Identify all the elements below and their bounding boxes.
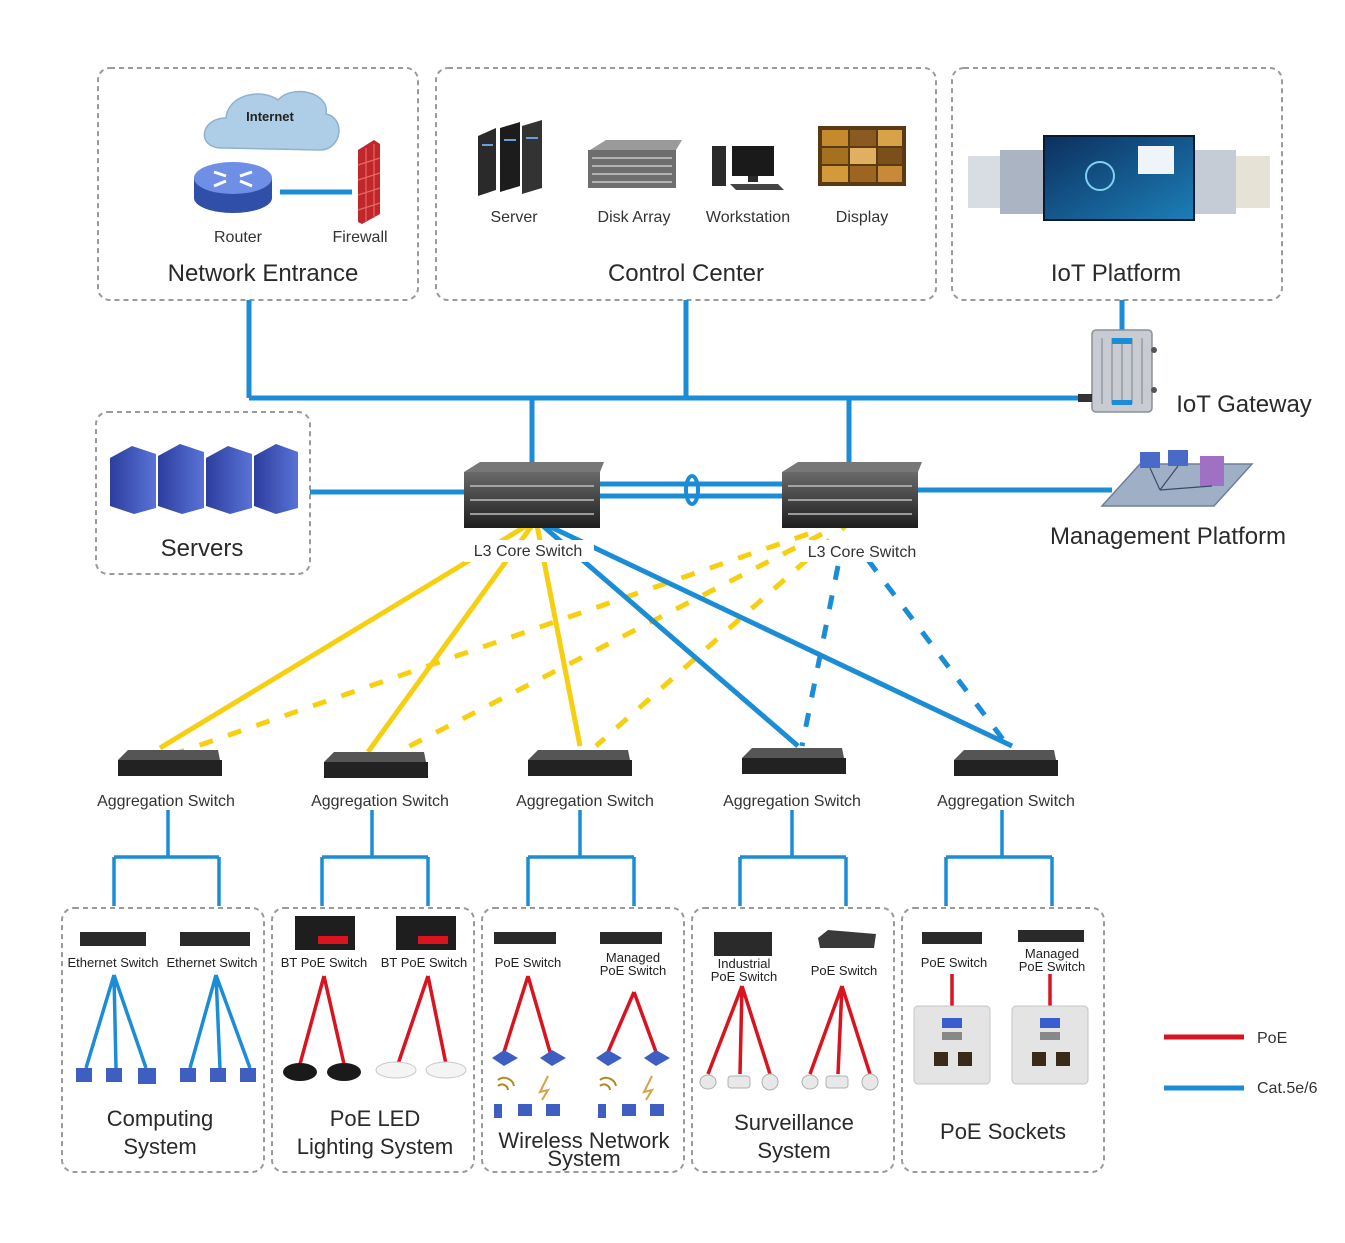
computing-title-line1: Computing xyxy=(107,1106,213,1131)
aggregation-switch-3-label: Aggregation Switch xyxy=(516,793,654,810)
lighting-switch-a-label: BT PoE Switch xyxy=(281,955,367,970)
core-switch-left-icon xyxy=(464,462,604,528)
camera-icons xyxy=(699,1073,879,1091)
access-point-icons xyxy=(492,1050,670,1066)
servers-box xyxy=(95,411,311,575)
surveillance-title-line2: System xyxy=(757,1138,830,1163)
wireless-switch-icons xyxy=(494,932,662,944)
aggregation-switch-1-icon xyxy=(118,750,222,776)
surveillance-title-line1: Surveillance xyxy=(734,1110,854,1135)
core-right-label-bg xyxy=(798,540,928,562)
surveillance-switch-icons xyxy=(714,930,876,956)
surveillance-switch-b-label: PoE Switch xyxy=(811,963,877,978)
aggregation-switch-1-label: Aggregation Switch xyxy=(97,793,235,810)
lighting-title-line2: Lighting System xyxy=(297,1134,454,1159)
poe-sockets-box xyxy=(901,907,1105,1173)
core-aggregation-links xyxy=(158,517,1014,755)
surveillance-poe-links xyxy=(706,985,872,1075)
router-icon xyxy=(194,162,272,213)
surveillance-switch-a-label-line1: Industrial xyxy=(718,956,771,971)
wifi-signal-icons xyxy=(497,1075,655,1101)
aggregation-tree-links xyxy=(112,810,1054,906)
core-left-label-bg xyxy=(464,540,594,562)
led-light-icons xyxy=(283,1061,467,1081)
iot-platform-screens-icon xyxy=(968,135,1270,221)
wireless-switch-a-label: PoE Switch xyxy=(495,955,561,970)
iot-gateway-icon xyxy=(1078,329,1157,413)
wireless-client-device-icons xyxy=(494,1104,664,1118)
wireless-switch-b-label-line2: PoE Switch xyxy=(600,963,666,978)
aggregation-switch-2-label: Aggregation Switch xyxy=(311,793,449,810)
wireless-title-line2: System xyxy=(547,1146,620,1171)
computing-switch-a-label: Ethernet Switch xyxy=(67,955,158,970)
core-switch-right-label: L3 Core Switch xyxy=(808,544,917,561)
computing-switch-icons xyxy=(80,932,250,946)
server-label: Server xyxy=(490,209,538,226)
aggregation-switch-4-icon xyxy=(742,748,846,774)
sockets-poe-links xyxy=(950,974,1052,1006)
bt-poe-switch-icons xyxy=(295,916,456,950)
aggregation-switch-4-label: Aggregation Switch xyxy=(723,793,861,810)
legend-cat-label: Cat.5e/6 xyxy=(1257,1080,1318,1097)
sockets-switch-b-label-line2: PoE Switch xyxy=(1019,959,1085,974)
network-entrance-box xyxy=(97,67,419,301)
iot-gateway-label: IoT Gateway xyxy=(1176,391,1312,418)
display-label: Display xyxy=(836,209,888,226)
surveillance-system-box xyxy=(691,907,895,1173)
internet-label: Internet xyxy=(246,109,294,124)
lighting-switch-b-label: BT PoE Switch xyxy=(381,955,467,970)
iot-platform-title: IoT Platform xyxy=(1051,260,1181,287)
disk-array-icon xyxy=(588,140,682,188)
lighting-poe-links xyxy=(298,975,448,1065)
poe-sockets-switch-icons xyxy=(922,930,1084,944)
control-center-title: Control Center xyxy=(608,260,764,287)
servers-icon xyxy=(110,444,298,514)
aggregation-switch-5-label: Aggregation Switch xyxy=(937,793,1075,810)
wireless-title-line1: Wireless Network xyxy=(498,1128,670,1153)
firewall-icon xyxy=(357,140,381,224)
wall-socket-icons xyxy=(913,1005,1089,1085)
legend-poe-label: PoE xyxy=(1257,1030,1287,1047)
internet-cloud-icon xyxy=(203,90,340,151)
control-center-box xyxy=(435,67,937,301)
lighting-title-line1: PoE LED xyxy=(330,1106,421,1131)
computing-system-box xyxy=(61,907,265,1173)
poe-sockets-title: PoE Sockets xyxy=(940,1119,1066,1144)
computer-terminal-icons xyxy=(76,1068,256,1084)
video-wall-display-icon xyxy=(818,126,906,186)
server-rack-icon xyxy=(478,120,542,196)
management-platform-label: Management Platform xyxy=(1050,523,1286,550)
lighting-system-box xyxy=(271,907,475,1173)
surveillance-switch-a-label-line2: PoE Switch xyxy=(711,969,777,984)
aggregation-switch-2-icon xyxy=(324,752,428,778)
iot-platform-box xyxy=(951,67,1283,301)
management-platform-icon xyxy=(1100,450,1254,507)
core-switch-left-label: L3 Core Switch xyxy=(474,543,583,560)
aggregation-switch-5-icon xyxy=(954,750,1058,776)
firewall-label: Firewall xyxy=(332,229,387,246)
backbone-links xyxy=(246,300,1125,506)
router-label: Router xyxy=(214,229,263,246)
aggregation-switch-3-icon xyxy=(528,750,632,776)
servers-title: Servers xyxy=(161,535,244,562)
workstation-icon xyxy=(712,146,784,190)
computing-title-line2: System xyxy=(123,1134,196,1159)
computing-switch-b-label: Ethernet Switch xyxy=(166,955,257,970)
wireless-switch-b-label-line1: Managed xyxy=(606,950,660,965)
sockets-switch-a-label: PoE Switch xyxy=(921,955,987,970)
legend: PoE Cat.5e/6 xyxy=(1164,1030,1318,1097)
wireless-system-box xyxy=(481,907,685,1173)
core-switch-right-icon xyxy=(782,462,922,528)
computing-links xyxy=(84,974,252,1069)
wireless-poe-links xyxy=(502,975,658,1053)
sockets-switch-b-label-line1: Managed xyxy=(1025,946,1079,961)
workstation-label: Workstation xyxy=(706,209,790,226)
network-entrance-title: Network Entrance xyxy=(168,260,359,287)
disk-array-label: Disk Array xyxy=(598,209,671,226)
